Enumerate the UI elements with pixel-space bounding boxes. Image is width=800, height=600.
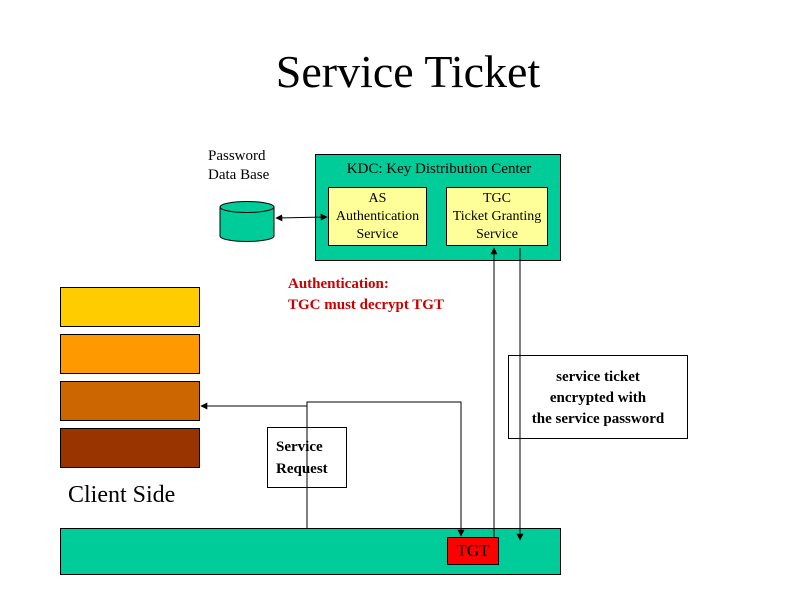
service-request-line2: Request — [276, 461, 328, 477]
kdc-title: KDC: Key Distribution Center — [346, 161, 532, 177]
password-db-label-line1: Password — [208, 148, 266, 164]
tgc-line2: Ticket Granting — [452, 209, 542, 224]
service-ticket-note-line1: service ticket — [556, 369, 640, 385]
client-stack-layer-4 — [60, 428, 200, 468]
password-db-label: Password Data Base — [208, 147, 269, 185]
client-stack-layer-3 — [60, 381, 200, 421]
service-ticket-note-line2: encrypted with — [549, 390, 647, 406]
page-title: Service Ticket — [275, 46, 541, 97]
as-line2: Authentication — [335, 209, 420, 224]
service-ticket-note-line3: the service password — [531, 411, 665, 427]
service-ticket-note: service ticket encrypted with the servic… — [508, 355, 688, 439]
as-box: AS Authentication Service — [328, 187, 427, 246]
service-request-box: Service Request — [267, 427, 347, 488]
client-stack-layer-2 — [60, 334, 200, 374]
client-stack-layer-1 — [60, 287, 200, 327]
tgc-line1: TGC — [483, 191, 511, 206]
auth-note: Authentication: TGC must decrypt TGT — [288, 274, 444, 316]
tgc-box: TGC Ticket Granting Service — [446, 187, 548, 246]
tgc-line3: Service — [476, 227, 518, 242]
password-db-label-line2: Data Base — [208, 167, 270, 183]
as-line3: Service — [356, 227, 399, 242]
database-icon — [219, 201, 275, 242]
auth-note-line2: TGC must decrypt TGT — [288, 297, 444, 313]
auth-note-line1: Authentication: — [288, 276, 389, 292]
as-line1: AS — [368, 191, 387, 206]
tgt-box: TGT — [447, 537, 499, 565]
client-side-label: Client Side — [68, 482, 176, 508]
service-request-line1: Service — [276, 439, 323, 455]
